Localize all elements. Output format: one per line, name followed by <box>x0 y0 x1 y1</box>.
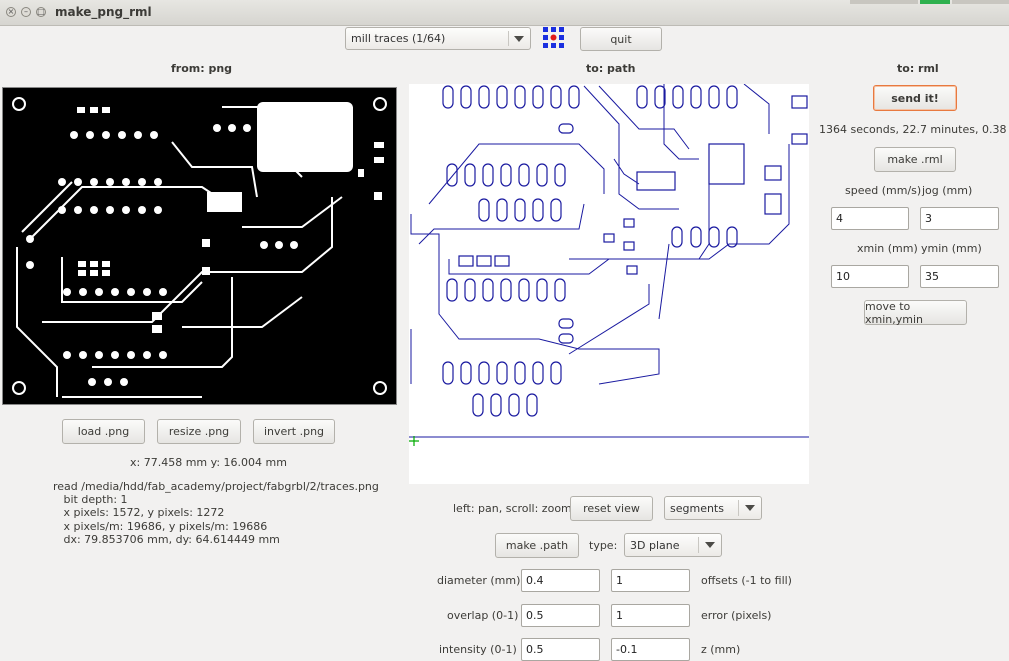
overlap-field[interactable]: 0.5 <box>521 604 600 627</box>
view-mode-select[interactable]: segments <box>664 496 762 520</box>
png-info: read /media/hdd/fab_academy/project/fabg… <box>53 480 379 546</box>
make-path-button[interactable]: make .path <box>495 533 579 558</box>
diameter-field[interactable]: 0.4 <box>521 569 600 592</box>
path-traces-image <box>409 84 809 446</box>
chevron-down-icon <box>514 35 524 42</box>
maximize-window-icon[interactable]: □ <box>36 7 46 17</box>
xmin-field[interactable]: 10 <box>831 265 909 288</box>
cursor-coords: x: 77.458 mm y: 16.004 mm <box>130 456 287 469</box>
quit-button[interactable]: quit <box>580 27 662 51</box>
png-preview[interactable] <box>2 87 397 405</box>
title-bar <box>0 0 1009 26</box>
jog-label: jog (mm) <box>922 184 973 197</box>
png-traces-image <box>12 97 387 398</box>
rml-panel-header: to: rml <box>897 62 939 75</box>
fab-logo-icon <box>543 27 564 48</box>
diameter-label: diameter (mm) <box>437 574 521 587</box>
load-png-button[interactable]: load .png <box>62 419 145 444</box>
ymin-field[interactable]: 35 <box>920 265 999 288</box>
top-status-strip <box>850 0 1009 4</box>
resize-png-button[interactable]: resize .png <box>157 419 241 444</box>
type-select[interactable]: 3D plane <box>624 533 722 557</box>
invert-png-button[interactable]: invert .png <box>253 419 335 444</box>
minimize-window-icon[interactable]: – <box>21 7 31 17</box>
make-rml-button[interactable]: make .rml <box>874 147 956 172</box>
pan-zoom-hint: left: pan, scroll: zoom <box>453 502 572 515</box>
path-panel-header: to: path <box>586 62 636 75</box>
z-field[interactable]: -0.1 <box>611 638 690 661</box>
jog-field[interactable]: 3 <box>920 207 999 230</box>
z-label: z (mm) <box>701 643 741 656</box>
time-estimate: 1364 seconds, 22.7 minutes, 0.38 hours <box>819 123 1009 136</box>
move-to-xmin-ymin-button[interactable]: move to xmin,ymin <box>864 300 967 326</box>
ymin-label: ymin (mm) <box>921 242 982 255</box>
intensity-label: intensity (0-1) <box>439 643 517 656</box>
mode-select[interactable]: mill traces (1/64) <box>345 27 531 50</box>
offsets-field[interactable]: 1 <box>611 569 690 592</box>
path-preview[interactable] <box>409 84 809 484</box>
speed-field[interactable]: 4 <box>831 207 909 230</box>
chevron-down-icon <box>745 505 755 511</box>
type-label: type: <box>589 539 618 552</box>
error-label: error (pixels) <box>701 609 772 622</box>
xmin-label: xmin (mm) <box>857 242 918 255</box>
offsets-label: offsets (-1 to fill) <box>701 574 792 587</box>
png-panel-header: from: png <box>171 62 233 75</box>
intensity-field[interactable]: 0.5 <box>521 638 600 661</box>
window-title: make_png_rml <box>55 5 152 19</box>
speed-label: speed (mm/s) <box>845 184 922 197</box>
overlap-label: overlap (0-1) <box>447 609 519 622</box>
close-window-icon[interactable]: × <box>6 7 16 17</box>
error-field[interactable]: 1 <box>611 604 690 627</box>
chevron-down-icon <box>705 542 715 548</box>
send-it-button[interactable]: send it! <box>873 85 957 111</box>
reset-view-button[interactable]: reset view <box>570 496 653 521</box>
toolpath-start-marker <box>409 436 419 446</box>
